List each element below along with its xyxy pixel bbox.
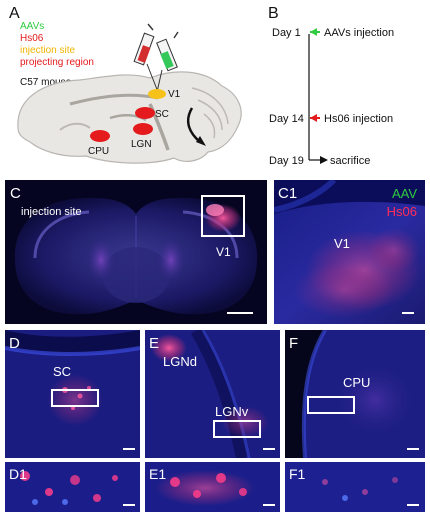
panel-letter-e1: E1 xyxy=(149,466,167,482)
region-label-cpu: CPU xyxy=(88,146,110,157)
timeline-day-14: Day 14 xyxy=(269,113,304,125)
sc-region xyxy=(135,107,155,119)
panel-letter-c1: C1 xyxy=(278,185,298,202)
roi-label-v1: V1 xyxy=(216,245,231,259)
panel-letter-f: F xyxy=(289,335,299,352)
scale-bar xyxy=(402,312,414,314)
legend-projecting-region: projecting region xyxy=(20,57,94,68)
panel-d-image: D SC xyxy=(5,330,140,458)
panel-e-image: E LGNd LGNv xyxy=(145,330,280,458)
panel-letter-a: A xyxy=(9,5,20,22)
panel-c-image: injection site C V1 xyxy=(5,180,267,324)
panel-letter-e: E xyxy=(149,335,160,352)
region-label-lgnd: LGNd xyxy=(163,354,197,369)
timeline-event-1: AAVs injection xyxy=(324,27,395,39)
roi-box-v1 xyxy=(201,195,245,237)
region-label-cpu-f: CPU xyxy=(343,375,371,390)
v1-injection-site xyxy=(148,89,166,99)
cpu-region xyxy=(90,130,110,142)
panel-letter-c: C xyxy=(10,185,21,202)
region-label-sc: SC xyxy=(155,109,169,120)
legend-hs06-c1: Hs06 xyxy=(386,204,417,219)
scale-bar xyxy=(227,312,253,314)
panel-e1-image: E1 xyxy=(145,462,280,512)
scale-bar xyxy=(263,448,275,450)
timeline-day-1: Day 1 xyxy=(272,27,301,39)
injection-site-label: injection site xyxy=(21,206,82,218)
panel-f1-image: F1 xyxy=(285,462,425,512)
lgn-region xyxy=(133,123,153,135)
roi-box-d xyxy=(51,389,99,407)
legend-injection-site: injection site xyxy=(20,45,76,56)
roi-box-e xyxy=(213,420,261,438)
panel-a: A AAVs Hs06 injection site projecting re… xyxy=(0,0,262,172)
scale-bar xyxy=(407,504,419,506)
timeline xyxy=(308,28,328,164)
scale-bar xyxy=(263,504,275,506)
mouse-label: C57 mouse xyxy=(20,77,72,88)
region-label-lgnv: LGNv xyxy=(215,404,249,419)
timeline-event-14: Hs06 injection xyxy=(324,113,394,125)
syringe-red-icon xyxy=(133,23,159,93)
panel-c1-image: C1 AAV Hs06 V1 xyxy=(274,180,425,324)
panel-letter-d1: D1 xyxy=(9,466,27,482)
legend-aavs: AAVs xyxy=(20,21,45,32)
region-label-sc-d: SC xyxy=(53,364,72,379)
roi-box-f xyxy=(307,396,355,414)
scale-bar xyxy=(123,448,135,450)
scale-bar xyxy=(407,448,419,450)
panel-letter-d: D xyxy=(9,335,20,352)
panel-letter-b: B xyxy=(268,5,279,22)
panel-letter-f1: F1 xyxy=(289,466,306,482)
region-label-v1: V1 xyxy=(168,89,181,100)
legend-aav-c1: AAV xyxy=(391,186,417,201)
region-label-c1: V1 xyxy=(334,236,350,251)
panel-b: B Day 1 AAVs injection Day 14 Hs06 injec… xyxy=(262,0,430,172)
panel-d1-image: D1 xyxy=(5,462,140,512)
syringe-green-icon xyxy=(156,31,179,93)
scale-bar xyxy=(123,504,135,506)
panel-f-image: F CPU xyxy=(285,330,425,458)
region-label-lgn: LGN xyxy=(131,139,152,150)
timeline-day-19: Day 19 xyxy=(269,155,304,167)
timeline-event-19: sacrifice xyxy=(330,155,371,167)
mouse-brain-schematic xyxy=(17,23,242,164)
legend-hs06: Hs06 xyxy=(20,33,44,44)
